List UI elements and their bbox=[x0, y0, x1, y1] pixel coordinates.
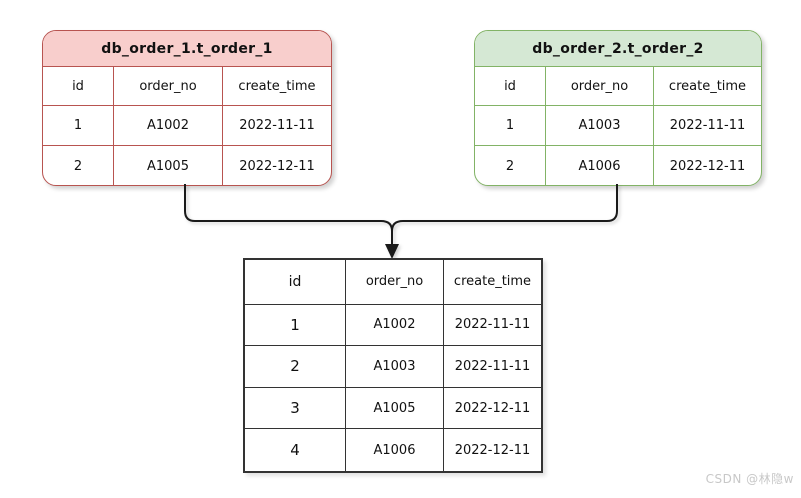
table-row: 1 A1002 2022-11-11 bbox=[245, 304, 541, 347]
column-header-order-no: order_no bbox=[114, 67, 223, 106]
table-db-order-1: db_order_1.t_order_1 id order_no create_… bbox=[42, 30, 332, 186]
table-cell: A1003 bbox=[346, 346, 444, 388]
table-row: 4 A1006 2022-12-11 bbox=[245, 429, 541, 472]
table-row: id order_no create_time bbox=[43, 67, 331, 106]
table-db-order-2: db_order_2.t_order_2 id order_no create_… bbox=[474, 30, 762, 186]
table-cell: 2022-11-11 bbox=[444, 346, 541, 388]
table-cell: 2022-11-11 bbox=[223, 106, 331, 146]
connector-right-line bbox=[391, 184, 618, 246]
table-cell: 2022-12-11 bbox=[454, 442, 531, 458]
table-cell: A1005 bbox=[346, 387, 444, 430]
table-cell: 4 bbox=[245, 429, 346, 472]
table-row: id order_no create_time bbox=[245, 260, 541, 305]
table-cell: A1005 bbox=[114, 146, 223, 185]
table-cell: 2 bbox=[245, 346, 346, 388]
table-row: id order_no create_time bbox=[475, 67, 761, 106]
table-row: 2 A1005 2022-12-11 bbox=[43, 146, 331, 185]
table-row: 3 A1005 2022-12-11 bbox=[245, 387, 541, 430]
connector-left-line bbox=[184, 184, 393, 246]
table-cell: 2022-12-11 bbox=[444, 388, 541, 430]
table-cell: A1002 bbox=[346, 304, 444, 347]
table-row: 2 A1003 2022-11-11 bbox=[245, 346, 541, 388]
column-header-order-no: order_no bbox=[546, 67, 654, 106]
table-cell: 1 bbox=[43, 106, 114, 146]
arrow-down-icon bbox=[385, 244, 399, 259]
table-cell: 2022-12-11 bbox=[239, 158, 315, 174]
column-header-id: id bbox=[475, 67, 546, 106]
table-cell: 1 bbox=[475, 106, 546, 146]
table-db-order-1-title: db_order_1.t_order_1 bbox=[43, 31, 331, 67]
column-header-create-time: create_time bbox=[444, 260, 541, 305]
column-header-id: id bbox=[245, 260, 346, 305]
column-header-create-time: create_time bbox=[654, 67, 761, 106]
table-cell: 2022-11-11 bbox=[654, 106, 761, 146]
csdn-watermark: CSDN @林隐w bbox=[705, 472, 794, 486]
table-db-order-2-title: db_order_2.t_order_2 bbox=[475, 31, 761, 67]
table-cell: 3 bbox=[245, 387, 346, 430]
table-cell: A1006 bbox=[346, 429, 444, 472]
table-cell: A1002 bbox=[114, 106, 223, 146]
table-cell: 2022-11-11 bbox=[444, 305, 541, 347]
column-header-create-time: create_time bbox=[223, 67, 331, 106]
table-cell: A1003 bbox=[546, 106, 654, 146]
table-cell: 1 bbox=[245, 304, 346, 347]
table-cell: A1006 bbox=[546, 146, 654, 185]
table-cell: 2 bbox=[475, 146, 546, 185]
table-cell: 2 bbox=[43, 146, 114, 185]
table-cell: 2022-12-11 bbox=[669, 158, 746, 174]
table-row: 1 A1003 2022-11-11 bbox=[475, 106, 761, 146]
table-row: 1 A1002 2022-11-11 bbox=[43, 106, 331, 146]
column-header-id: id bbox=[43, 67, 114, 106]
column-header-order-no: order_no bbox=[346, 260, 444, 305]
table-row: 2 A1006 2022-12-11 bbox=[475, 146, 761, 185]
table-merged-result: id order_no create_time 1 A1002 2022-11-… bbox=[243, 258, 543, 473]
